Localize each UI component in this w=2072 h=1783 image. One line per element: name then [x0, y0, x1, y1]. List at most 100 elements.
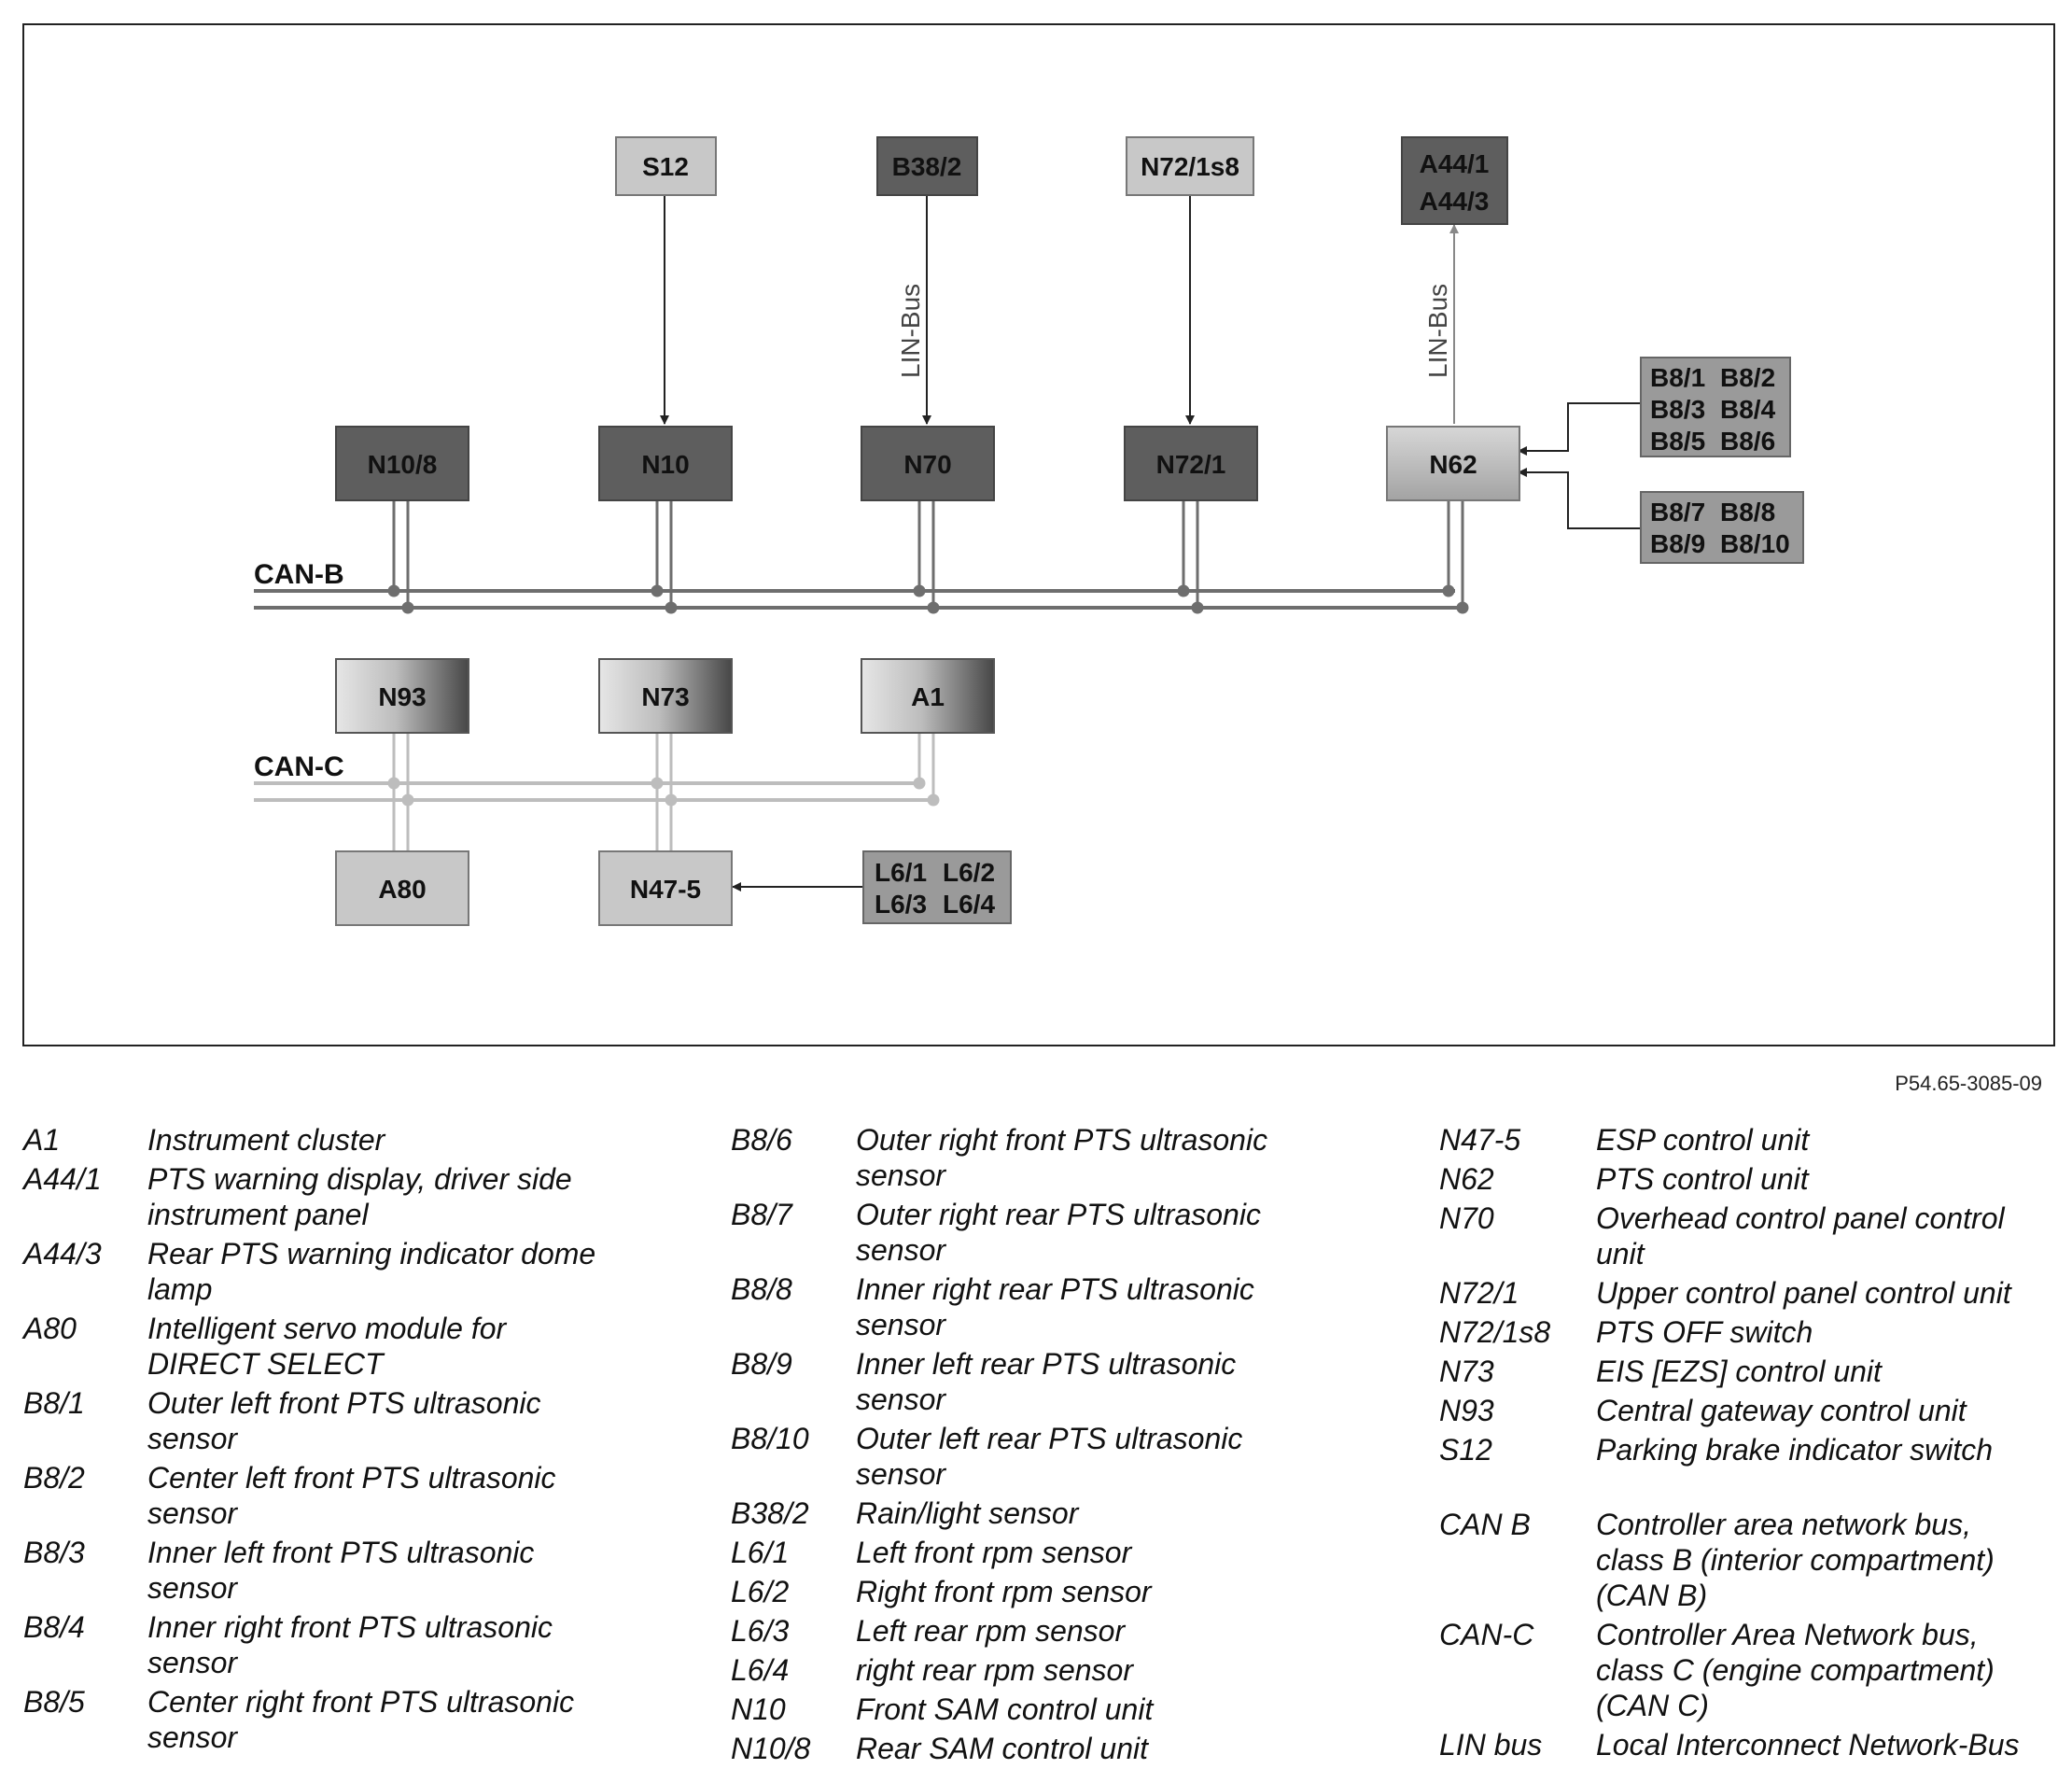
legend-code: B8/9 — [731, 1347, 792, 1381]
legend-description-line: Upper control panel control unit — [1596, 1276, 2011, 1310]
legend-description: ESP control unit — [1596, 1122, 2055, 1158]
legend-description-line: sensor — [147, 1496, 238, 1530]
svg-text:B38/2: B38/2 — [892, 152, 962, 181]
svg-text:N72/1: N72/1 — [1156, 450, 1226, 479]
legend-description: Rear SAM control unit — [856, 1731, 1403, 1766]
svg-text:N47-5: N47-5 — [630, 875, 701, 904]
legend-description-line: sensor — [856, 1308, 946, 1341]
svg-text:B8/8: B8/8 — [1720, 498, 1775, 526]
block-b8-group2: B8/7 B8/8 B8/9 B8/10 — [1640, 491, 1804, 564]
legend-description-line: Inner left front PTS ultrasonic — [147, 1536, 535, 1569]
legend-code: B8/8 — [731, 1272, 792, 1306]
legend-description-line: Overhead control panel control — [1596, 1201, 2005, 1235]
legend-description-line: sensor — [147, 1720, 238, 1754]
legend-description-line: Center left front PTS ultrasonic — [147, 1461, 556, 1495]
block-n93: N93 — [335, 658, 469, 734]
legend-description-line: Outer left front PTS ultrasonic — [147, 1386, 541, 1420]
svg-text:A44/1: A44/1 — [1420, 149, 1490, 178]
svg-text:B8/9: B8/9 — [1650, 529, 1705, 558]
legend-description: EIS [EZS] control unit — [1596, 1354, 2055, 1389]
legend-description: Instrument cluster — [147, 1122, 695, 1158]
svg-text:B8/7: B8/7 — [1650, 498, 1705, 526]
legend-code: B8/4 — [23, 1610, 85, 1644]
legend-description-line: Inner left rear PTS ultrasonic — [856, 1347, 1237, 1381]
legend-description-line: Rain/light sensor — [856, 1496, 1079, 1530]
legend-description-line: class B (interior compartment) — [1596, 1543, 1995, 1577]
svg-text:N10: N10 — [641, 450, 689, 479]
svg-text:L6/3: L6/3 — [875, 890, 927, 919]
lin-bus-label-2: LIN-Bus — [1423, 284, 1452, 378]
svg-text:L6/1: L6/1 — [875, 858, 927, 887]
legend-code: B38/2 — [731, 1496, 809, 1530]
legend-code: N73 — [1439, 1355, 1494, 1388]
legend-code: N10/8 — [731, 1732, 811, 1765]
legend-code: L6/2 — [731, 1575, 790, 1608]
legend-description-line: Parking brake indicator switch — [1596, 1433, 1994, 1467]
legend-description-line: Rear PTS warning indicator dome — [147, 1237, 596, 1271]
legend-description-line: Left rear rpm sensor — [856, 1614, 1126, 1648]
legend-code: B8/5 — [23, 1685, 85, 1719]
legend-entry: L6/2 Right front rpm sensor — [731, 1574, 1403, 1609]
diagram-frame — [22, 23, 2055, 1046]
legend-description-line: (CAN B) — [1596, 1579, 1708, 1612]
legend-code: B8/2 — [23, 1461, 85, 1495]
legend-description: Central gateway control unit — [1596, 1393, 2055, 1428]
legend-description-line: Inner right rear PTS ultrasonic — [856, 1272, 1254, 1306]
legend-description-line: PTS OFF switch — [1596, 1315, 1813, 1349]
legend-entry: N93 Central gateway control unit — [1439, 1393, 2055, 1428]
legend-description: Local Interconnect Network-Bus — [1596, 1727, 2055, 1762]
svg-text:B8/1: B8/1 — [1650, 363, 1705, 392]
legend-description-line: Inner right front PTS ultrasonic — [147, 1610, 553, 1644]
block-l6-group: L6/1 L6/2 L6/3 L6/4 — [862, 850, 1012, 924]
legend-code: A80 — [23, 1312, 77, 1345]
svg-text:N70: N70 — [903, 450, 951, 479]
legend-description-line: sensor — [147, 1571, 238, 1605]
legend-description-line: Outer right front PTS ultrasonic — [856, 1123, 1268, 1157]
legend-description-line: Central gateway control unit — [1596, 1394, 1967, 1427]
legend-description-line: Center right front PTS ultrasonic — [147, 1685, 575, 1719]
legend-description: right rear rpm sensor — [856, 1652, 1403, 1688]
block-a44: A44/1 A44/3 — [1401, 136, 1508, 225]
legend-description-line: class C (engine compartment) — [1596, 1653, 1995, 1687]
legend-description: PTS control unit — [1596, 1161, 2055, 1197]
block-n70: N70 — [861, 426, 995, 501]
can-c-label: CAN-C — [254, 751, 344, 782]
legend-description-line: lamp — [147, 1272, 213, 1306]
b8-group2-to-n62-arrow — [1518, 468, 1641, 529]
block-n73: N73 — [598, 658, 733, 734]
legend-description-line: Right front rpm sensor — [856, 1575, 1152, 1608]
legend-code: LIN bus — [1439, 1728, 1543, 1762]
legend-description: Right front rpm sensor — [856, 1574, 1403, 1609]
legend-description-line: right rear rpm sensor — [856, 1653, 1133, 1687]
legend-code: N72/1s8 — [1439, 1315, 1551, 1349]
legend-entry: N72/1s8 PTS OFF switch — [1439, 1314, 2055, 1350]
legend-description-line: sensor — [856, 1457, 946, 1491]
figure-reference: P54.65-3085-09 — [1895, 1072, 2042, 1095]
legend-entry: N10/8 Rear SAM control unit — [731, 1731, 1403, 1766]
block-n72-1: N72/1 — [1124, 426, 1258, 501]
legend-entry: N73 EIS [EZS] control unit — [1439, 1354, 2055, 1389]
lin-bus-label-1: LIN-Bus — [896, 284, 925, 378]
legend-code: N93 — [1439, 1394, 1494, 1427]
block-s12: S12 — [615, 136, 717, 196]
legend-code: B8/1 — [23, 1386, 85, 1420]
legend-description-line: DIRECT SELECT — [147, 1347, 384, 1381]
svg-text:N72/1s8: N72/1s8 — [1141, 152, 1239, 181]
block-a80: A80 — [335, 850, 469, 926]
